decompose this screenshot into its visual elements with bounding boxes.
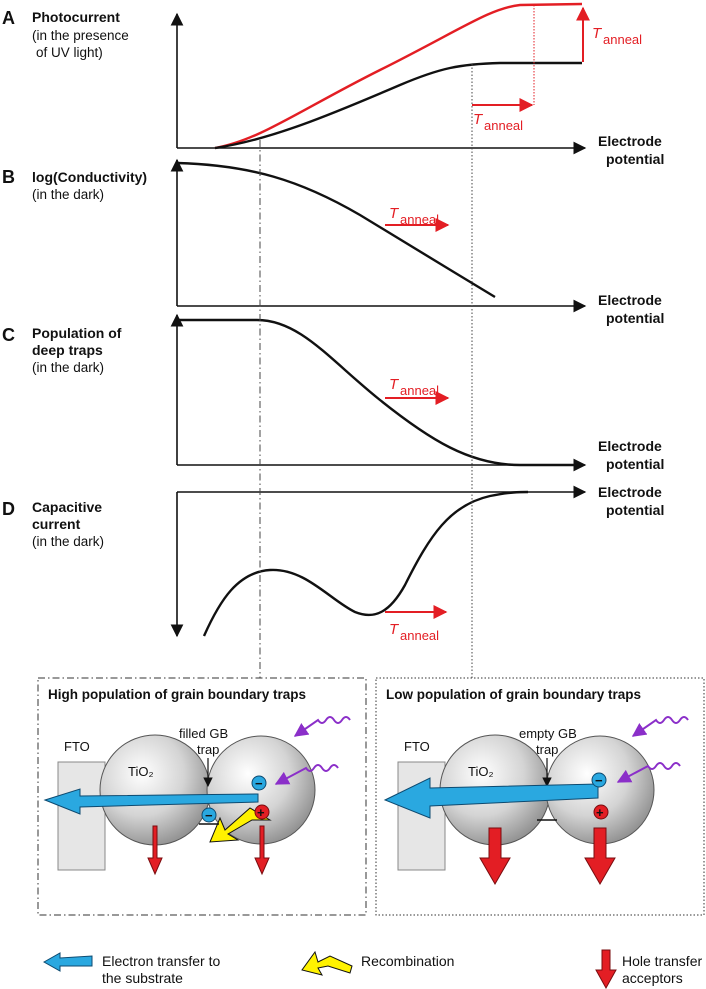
box-low-traps: Low population of grain boundary traps F… <box>375 677 705 916</box>
electron-transfer-arrow-left <box>43 788 259 815</box>
tio2-label-right: TiO₂ <box>468 764 494 779</box>
electron-transfer-arrow-right <box>383 777 599 819</box>
uv-light-icon-left-2 <box>274 764 339 785</box>
hole-on-particle-right <box>593 804 609 820</box>
capacitive-current-curve <box>202 490 529 637</box>
hole-transfer-arrow-right-1 <box>479 827 511 886</box>
panel-b-tanneal-sub: anneal <box>400 212 439 227</box>
panel-a-tanneal-t-2: T <box>473 111 484 128</box>
panel-a-xlabel-2: potential <box>606 151 664 167</box>
hole-transfer-arrow-left-2 <box>254 825 270 876</box>
box-high-traps: High population of grain boundary traps … <box>37 677 367 916</box>
tio2-label-left: TiO₂ <box>128 764 154 779</box>
deep-traps-curve <box>177 318 580 467</box>
recombination-arrow-left <box>209 807 272 843</box>
panel-a-xlabel-1: Electrode <box>598 133 662 149</box>
panel-d: D Capacitive current (in the dark) Elect… <box>2 484 664 643</box>
panel-d-tanneal-t: T <box>389 621 400 638</box>
legend-electron-text-1: Electron transfer to <box>102 953 220 969</box>
panel-a-sub1: (in the presence <box>32 28 129 43</box>
panel-a: A Photocurrent (in the presence of UV li… <box>2 2 664 167</box>
panel-c-title-2: deep traps <box>32 342 103 358</box>
fto-electrode-left <box>57 761 106 871</box>
legend-hole-text-2: acceptors <box>622 970 683 986</box>
photocurrent-curve-red <box>214 2 583 150</box>
panel-c-tanneal-sub: anneal <box>400 383 439 398</box>
electron-on-particle-right <box>591 772 607 788</box>
panel-b-title: log(Conductivity) <box>32 169 147 185</box>
legend-electron-text-2: the substrate <box>102 970 183 986</box>
fto-electrode-right <box>397 761 446 871</box>
panel-c-letter: C <box>2 325 15 345</box>
legend-electron-arrow-icon <box>42 952 93 972</box>
panel-b: B log(Conductivity) (in the dark) Electr… <box>2 158 664 326</box>
trap-label-left-2: trap <box>197 742 219 757</box>
trap-minus-left: − <box>205 808 213 823</box>
panel-c-xlabel-1: Electrode <box>598 438 662 454</box>
panel-d-title-2: current <box>32 516 81 532</box>
panel-a-tanneal-sub-1: anneal <box>603 32 642 47</box>
panel-d-title-1: Capacitive <box>32 499 102 515</box>
panel-c: C Population of deep traps (in the dark)… <box>2 313 664 472</box>
legend: Electron transfer to the substrate Recom… <box>42 949 706 989</box>
conductivity-curve <box>176 161 496 299</box>
uv-light-icon-right-1 <box>631 716 689 737</box>
hole-on-particle-left <box>254 804 270 820</box>
hole-transfer-arrow-left-1 <box>147 825 163 876</box>
box-high-traps-title: High population of grain boundary traps <box>48 687 306 702</box>
uv-light-icon-left-1 <box>293 716 351 737</box>
panel-a-sub2: of UV light) <box>36 45 103 60</box>
hole-transfer-arrow-right-2 <box>584 827 616 886</box>
legend-hole-text-1: Hole transfer to <box>622 953 706 969</box>
panel-d-tanneal-sub: anneal <box>400 628 439 643</box>
photocurrent-curve-black <box>214 61 582 150</box>
legend-recombination-arrow-icon <box>301 950 353 976</box>
panel-c-tanneal-t: T <box>389 376 400 393</box>
panel-b-tanneal-t: T <box>389 205 400 222</box>
electron-in-trap-left <box>201 807 217 823</box>
trap-label-left-1: filled GB <box>179 726 228 741</box>
box-low-traps-title: Low population of grain boundary traps <box>386 687 641 702</box>
panel-d-letter: D <box>2 499 15 519</box>
hole-plus-right: + <box>596 805 604 820</box>
panel-b-letter: B <box>2 167 15 187</box>
panel-c-sub1: (in the dark) <box>32 360 104 375</box>
panel-a-title: Photocurrent <box>32 9 120 25</box>
panel-b-sub1: (in the dark) <box>32 187 104 202</box>
fto-label-left: FTO <box>64 739 90 754</box>
box-low-traps-frame <box>375 677 705 916</box>
trap-label-right-2: trap <box>536 742 558 757</box>
panel-c-title-1: Population of <box>32 325 122 341</box>
panel-b-xlabel-2: potential <box>606 310 664 326</box>
electron-minus-right: − <box>595 773 603 788</box>
panel-a-tanneal-sub-2: anneal <box>484 118 523 133</box>
uv-light-icon-right-2 <box>616 762 681 783</box>
panel-b-xlabel-1: Electrode <box>598 292 662 308</box>
panel-a-tanneal-t-1: T <box>592 25 603 42</box>
electron-on-particle-left <box>251 775 267 791</box>
box-high-traps-frame <box>37 677 367 916</box>
trap-label-right-1: empty GB <box>519 726 577 741</box>
electron-minus-left: − <box>255 776 263 791</box>
panel-d-xlabel-1: Electrode <box>598 484 662 500</box>
panel-d-xlabel-2: potential <box>606 502 664 518</box>
legend-hole-arrow-icon <box>595 949 617 989</box>
panel-a-letter: A <box>2 8 15 28</box>
fto-label-right: FTO <box>404 739 430 754</box>
panel-d-sub1: (in the dark) <box>32 534 104 549</box>
panel-c-xlabel-2: potential <box>606 456 664 472</box>
legend-recombination-text: Recombination <box>361 953 454 969</box>
hole-plus-left: + <box>257 805 265 820</box>
